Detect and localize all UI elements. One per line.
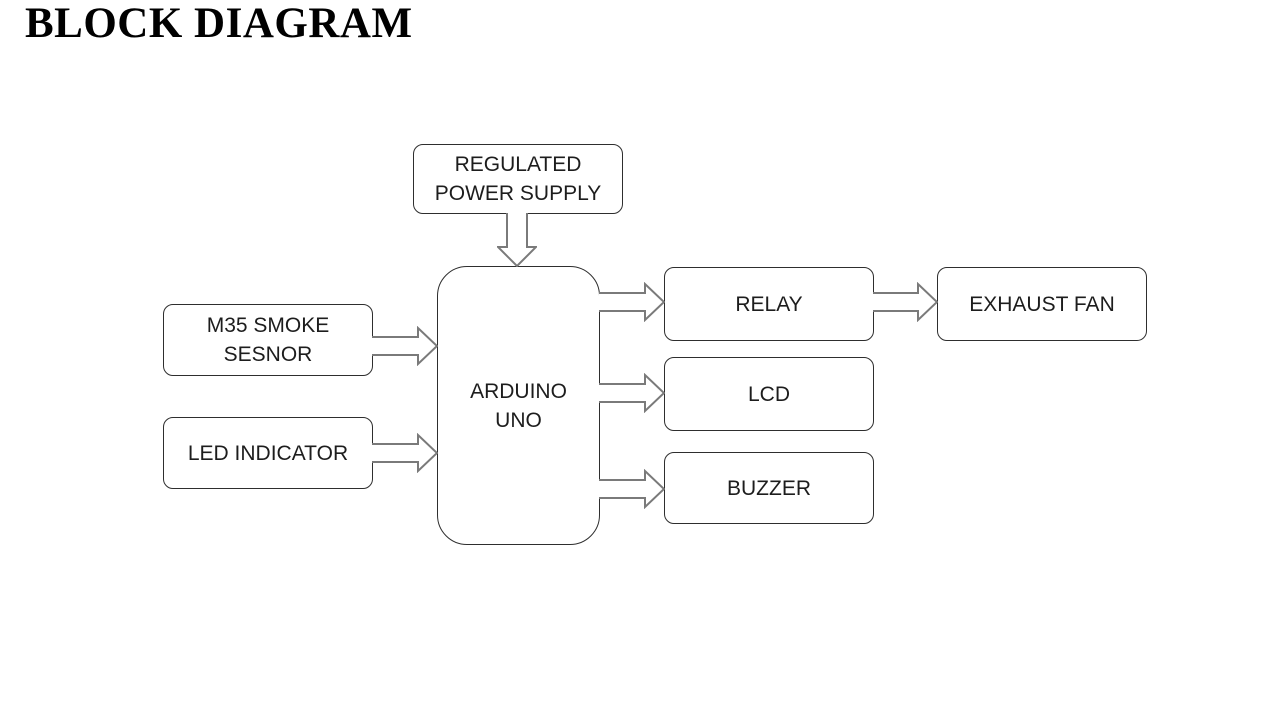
node-label-line: EXHAUST FAN [969,292,1115,316]
page-title: BLOCK DIAGRAM [25,0,413,47]
node-relay: RELAY [664,267,874,341]
node-label-line: REGULATED [454,153,582,176]
arrow-arduino-to-lcd-icon [599,373,665,413]
arrow-power-supply-to-arduino-icon [497,213,537,267]
node-led-indicator: LED INDICATOR [163,417,373,489]
node-label-line: UNO [495,408,542,432]
node-regulated-power-supply: REGULATED POWER SUPPLY [413,144,623,214]
arrow-led-to-arduino-icon [372,433,438,473]
node-exhaust-fan: EXHAUST FAN [937,267,1147,341]
arrow-arduino-to-buzzer-icon [599,469,665,509]
node-label-line: M35 SMOKE [206,314,330,337]
node-label-line: LED INDICATOR [187,441,349,465]
node-buzzer: BUZZER [664,452,874,524]
node-arduino-uno: ARDUINO UNO [437,266,600,545]
node-label-line: RELAY [735,292,803,316]
node-label-line: LCD [747,382,790,406]
arrow-relay-to-exhaust-fan-icon [873,282,938,322]
node-label-line: BUZZER [727,476,811,500]
node-lcd: LCD [664,357,874,431]
node-label-line: ARDUINO [470,379,567,403]
node-label-line: POWER SUPPLY [434,182,602,205]
node-m35-smoke-sensor: M35 SMOKE SESNOR [163,304,373,376]
node-label-line: SESNOR [223,343,313,366]
arrow-m35-to-arduino-icon [372,326,438,366]
arrow-arduino-to-relay-icon [599,282,665,322]
